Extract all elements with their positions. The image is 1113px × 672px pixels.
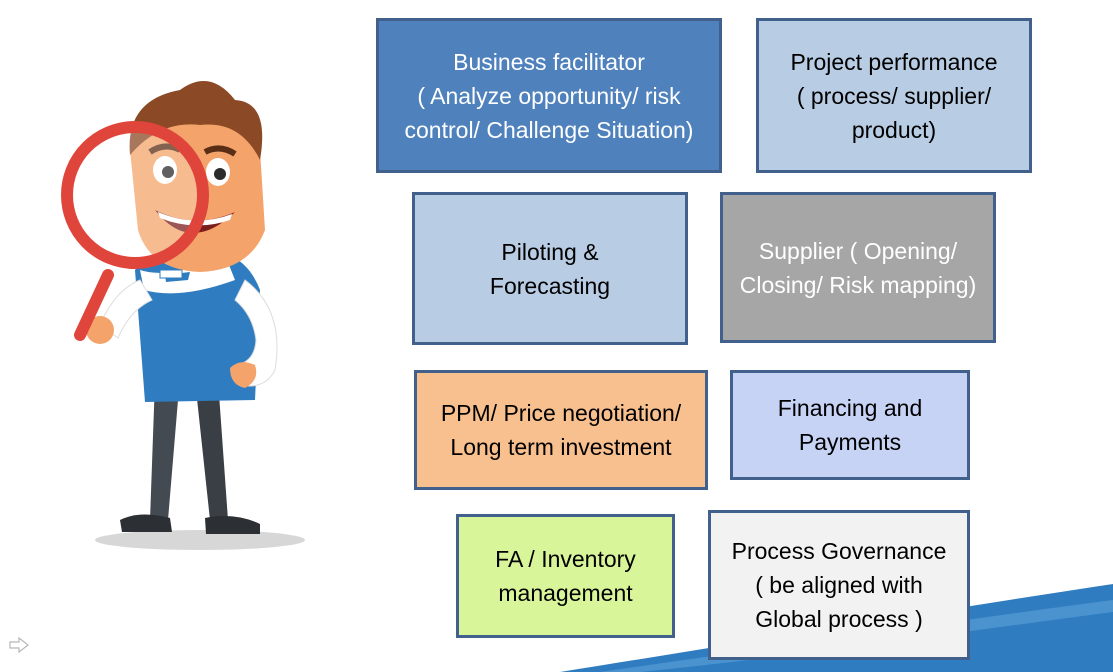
box-piloting-forecasting-text: Piloting & Forecasting [489,238,611,299]
box-financing-payments: Financing and Payments [730,370,970,480]
box-process-governance-text: Process Governance ( be aligned with Glo… [731,538,947,632]
box-business-facilitator: Business facilitator ( Analyze opportuni… [376,18,722,173]
box-process-governance: Process Governance ( be aligned with Glo… [708,510,970,660]
box-financing-payments-text: Financing and Payments [777,395,923,455]
next-arrow-icon[interactable] [8,636,30,654]
box-piloting-forecasting: Piloting & Forecasting [412,192,688,345]
box-project-performance-text: Project performance ( process/ supplier/… [790,48,998,143]
box-business-facilitator-text: Business facilitator ( Analyze opportuni… [404,48,694,143]
box-supplier: Supplier ( Opening/ Closing/ Risk mappin… [720,192,996,343]
box-ppm-price: PPM/ Price negotiation/ Long term invest… [414,370,708,490]
box-project-performance: Project performance ( process/ supplier/… [756,18,1032,173]
box-fa-inventory-text: FA / Inventory management [495,546,636,606]
magnifier-man-illustration [61,81,305,550]
box-fa-inventory: FA / Inventory management [456,514,675,638]
box-ppm-price-text: PPM/ Price negotiation/ Long term invest… [440,400,682,460]
box-supplier-text: Supplier ( Opening/ Closing/ Risk mappin… [739,237,977,298]
